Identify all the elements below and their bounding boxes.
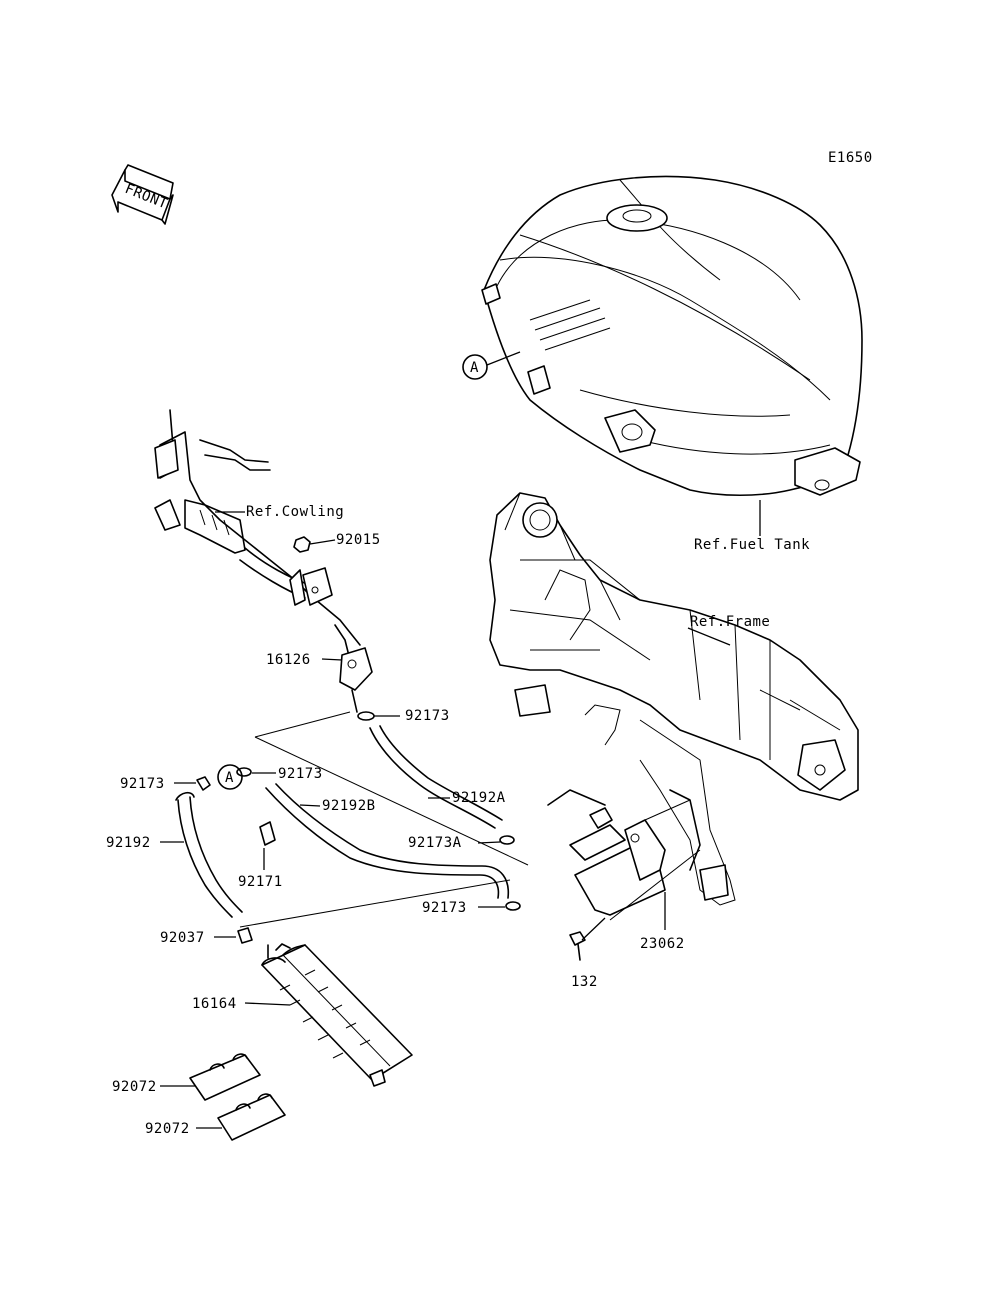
part-label-92015: 92015 bbox=[336, 532, 381, 548]
front-arrow-icon: FRONT bbox=[111, 164, 174, 225]
nut-92015-icon bbox=[293, 536, 311, 553]
diagram-code: E1650 bbox=[828, 150, 873, 166]
clip-92037-icon bbox=[237, 927, 253, 944]
part-label-92173-left: 92173 bbox=[120, 776, 165, 792]
band-92072-lower-icon bbox=[217, 1093, 286, 1141]
part-label-92037: 92037 bbox=[160, 930, 205, 946]
part-label-92173-top: 92173 bbox=[405, 708, 450, 724]
part-label-92192A: 92192A bbox=[452, 790, 506, 806]
part-label-16126: 16126 bbox=[266, 652, 311, 668]
part-label-92072-upper: 92072 bbox=[112, 1079, 157, 1095]
ref-marker-hose-circle bbox=[217, 764, 243, 790]
valve-16126-icon bbox=[334, 624, 373, 713]
part-label-92173-lower: 92173 bbox=[422, 900, 467, 916]
cowling-bracket-drawing bbox=[154, 409, 361, 646]
frame-drawing bbox=[489, 492, 859, 906]
clip-92171-icon bbox=[259, 821, 276, 846]
ref-marker-tank: A bbox=[470, 360, 479, 376]
clamp-92173-lower-icon bbox=[505, 901, 521, 911]
hose-92192B bbox=[265, 787, 500, 899]
part-label-16164: 16164 bbox=[192, 996, 237, 1012]
ref-cowling-label: Ref.Cowling bbox=[246, 504, 344, 520]
ref-frame-label: Ref.Frame bbox=[690, 614, 770, 630]
part-label-92171: 92171 bbox=[238, 874, 283, 890]
ref-marker-tank-circle bbox=[462, 354, 488, 380]
bolt-132-icon bbox=[569, 931, 586, 961]
part-label-92192B: 92192B bbox=[322, 798, 376, 814]
ref-marker-hose: A bbox=[225, 770, 234, 786]
bracket-23062-icon bbox=[547, 789, 701, 930]
ref-fuel-tank-label: Ref.Fuel Tank bbox=[694, 537, 810, 553]
fuel-tank-drawing bbox=[481, 175, 863, 536]
part-label-92173-mid: 92173 bbox=[278, 766, 323, 782]
part-label-92192: 92192 bbox=[106, 835, 151, 851]
clamp-92173-top-icon bbox=[357, 711, 375, 721]
hose-92192A bbox=[369, 727, 496, 829]
clamp-92173-left-icon bbox=[196, 776, 211, 791]
canister-16164-icon bbox=[261, 943, 413, 1087]
part-label-23062: 23062 bbox=[640, 936, 685, 952]
part-label-92072-lower: 92072 bbox=[145, 1121, 190, 1137]
hose-92192 bbox=[177, 799, 233, 918]
clamp-92173A-icon bbox=[499, 835, 515, 845]
part-label-92173A: 92173A bbox=[408, 835, 462, 851]
band-92072-upper-icon bbox=[189, 1053, 261, 1101]
part-label-132: 132 bbox=[571, 974, 598, 990]
